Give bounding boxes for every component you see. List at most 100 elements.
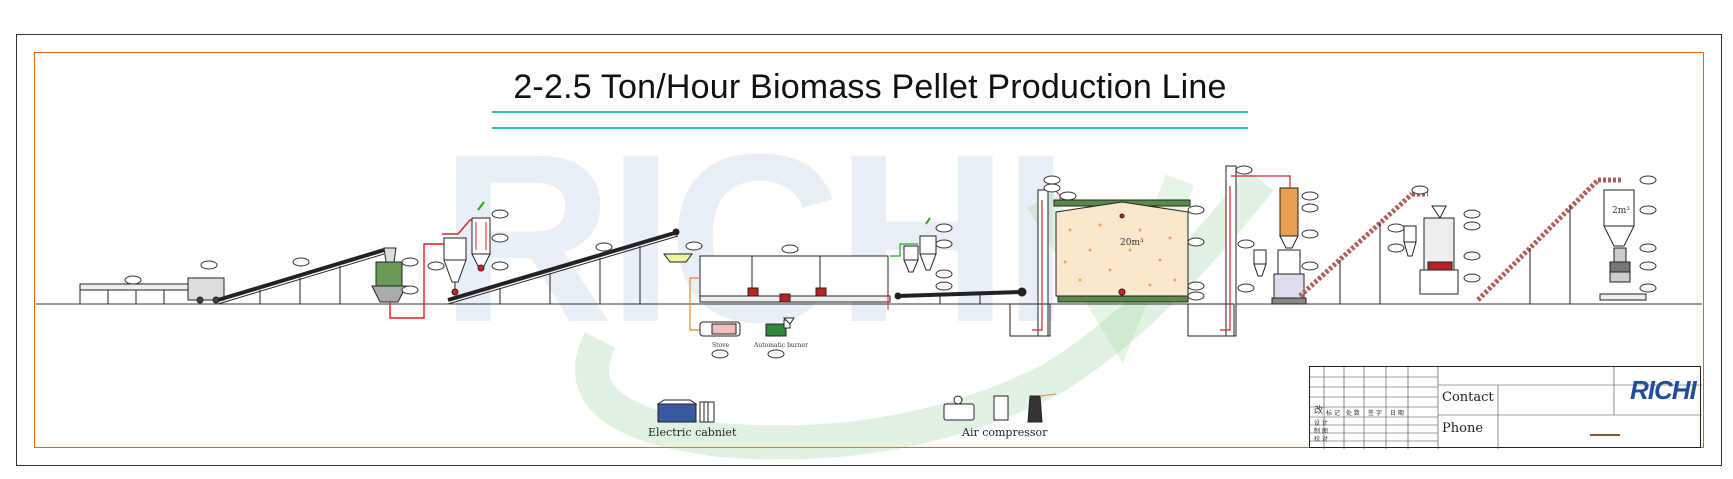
callout (935, 239, 953, 249)
green-pipe (890, 243, 918, 257)
title-underline (492, 127, 1248, 129)
callout (1187, 205, 1205, 215)
phone-label: Phone (1442, 421, 1484, 436)
callout (401, 285, 419, 295)
storage-silo (1053, 199, 1191, 303)
red-pipe (1220, 186, 1231, 331)
bin-volume-label: 2m³ (1612, 206, 1630, 216)
callout (491, 209, 509, 219)
title-underline (492, 111, 1248, 113)
bag-filter-1 (471, 217, 491, 272)
callout (781, 244, 799, 254)
red-pipe (1032, 200, 1043, 331)
burner-label: Automatic burner (754, 342, 808, 349)
company-logo: RICHI (1630, 375, 1697, 405)
cyclone-3 (1253, 249, 1267, 277)
callout (685, 241, 703, 251)
callout (1301, 261, 1319, 271)
cyclone-2 (903, 235, 937, 273)
silo-material-dots (1063, 223, 1177, 287)
tb-row-label: 标 记 (1326, 410, 1340, 417)
callout (935, 269, 953, 279)
fan-icon (477, 201, 485, 211)
callout (401, 257, 419, 267)
automatic-burner (765, 317, 795, 337)
orange-pipe (689, 277, 700, 331)
callout (1187, 281, 1205, 291)
callout (595, 242, 613, 252)
title-block: 改 标 记 处 数 签 字 日 期 设 计 制 图 校 对 Contact Ph… (1309, 366, 1702, 449)
stove-label: Stove (712, 342, 730, 349)
rotary-dryer (663, 253, 891, 303)
callout (1463, 221, 1481, 231)
callout (935, 223, 953, 233)
electric-cabinet (656, 399, 715, 423)
callout (1411, 185, 1429, 195)
packing-bin (1599, 189, 1647, 301)
callout (200, 260, 218, 270)
tb-side-label: 校 对 (1314, 436, 1328, 443)
watermark-logo: RICHI (440, 104, 1069, 372)
callout (1301, 229, 1319, 239)
tb-row-label: 签 字 (1368, 410, 1382, 417)
tb-side-label: 设 计 (1314, 420, 1328, 427)
cyclone-1 (443, 237, 467, 296)
counterflow-cooler (1419, 205, 1459, 295)
callout (1639, 175, 1657, 185)
belt-conveyor-2 (447, 228, 680, 305)
air-compressor (943, 393, 1057, 423)
callout (1387, 243, 1405, 253)
callout (1639, 261, 1657, 271)
inner-frame (34, 52, 1704, 448)
callout (1463, 251, 1481, 261)
callout (1639, 205, 1657, 215)
outer-frame (16, 34, 1722, 466)
callout (711, 349, 729, 359)
callout (491, 233, 509, 243)
callout (1237, 239, 1255, 249)
title-block-grid (1310, 367, 1702, 449)
callout (767, 349, 785, 359)
bucket-elevator-2 (1187, 165, 1237, 337)
electric-cabinet-label: Electric cabniet (648, 426, 737, 439)
callout (1639, 243, 1657, 253)
callout (1301, 191, 1319, 201)
callout (1387, 223, 1405, 233)
callout (1043, 175, 1061, 185)
fan-icon (925, 217, 931, 225)
callout (1463, 209, 1481, 219)
silo-volume-label: 20m³ (1120, 238, 1144, 248)
plate-feeder (79, 277, 225, 304)
red-pipe (389, 243, 450, 319)
buffer-bin (1279, 187, 1299, 249)
revision-mark: 改 (1314, 406, 1324, 416)
cyclone-4 (1403, 225, 1417, 257)
callout (1301, 203, 1319, 213)
callout (1187, 237, 1205, 247)
callout (1187, 291, 1205, 301)
tb-row-label: 处 数 (1346, 410, 1360, 417)
belt-conveyor-1 (217, 248, 385, 305)
callout (935, 281, 953, 291)
callout (292, 257, 310, 267)
contact-label: Contact (1442, 390, 1494, 405)
callout (1059, 191, 1077, 201)
callout (491, 261, 509, 271)
stove (699, 321, 741, 337)
callout (1237, 283, 1255, 293)
callout (124, 275, 142, 285)
tb-row-label: 日 期 (1390, 410, 1404, 417)
red-pipe (1231, 175, 1291, 190)
air-compressor-label: Air compressor (962, 426, 1048, 439)
tb-side-label: 制 图 (1314, 428, 1328, 435)
diagram-title: 2-2.5 Ton/Hour Biomass Pellet Production… (513, 68, 1227, 106)
callout (1639, 283, 1657, 293)
belt-conveyor-3 (894, 287, 1027, 304)
scraper-conveyor-2 (1476, 177, 1622, 302)
callout (1463, 273, 1481, 283)
hammer-mill (371, 247, 407, 303)
callout (1043, 183, 1061, 193)
callout (1235, 165, 1253, 175)
callout (427, 261, 445, 271)
